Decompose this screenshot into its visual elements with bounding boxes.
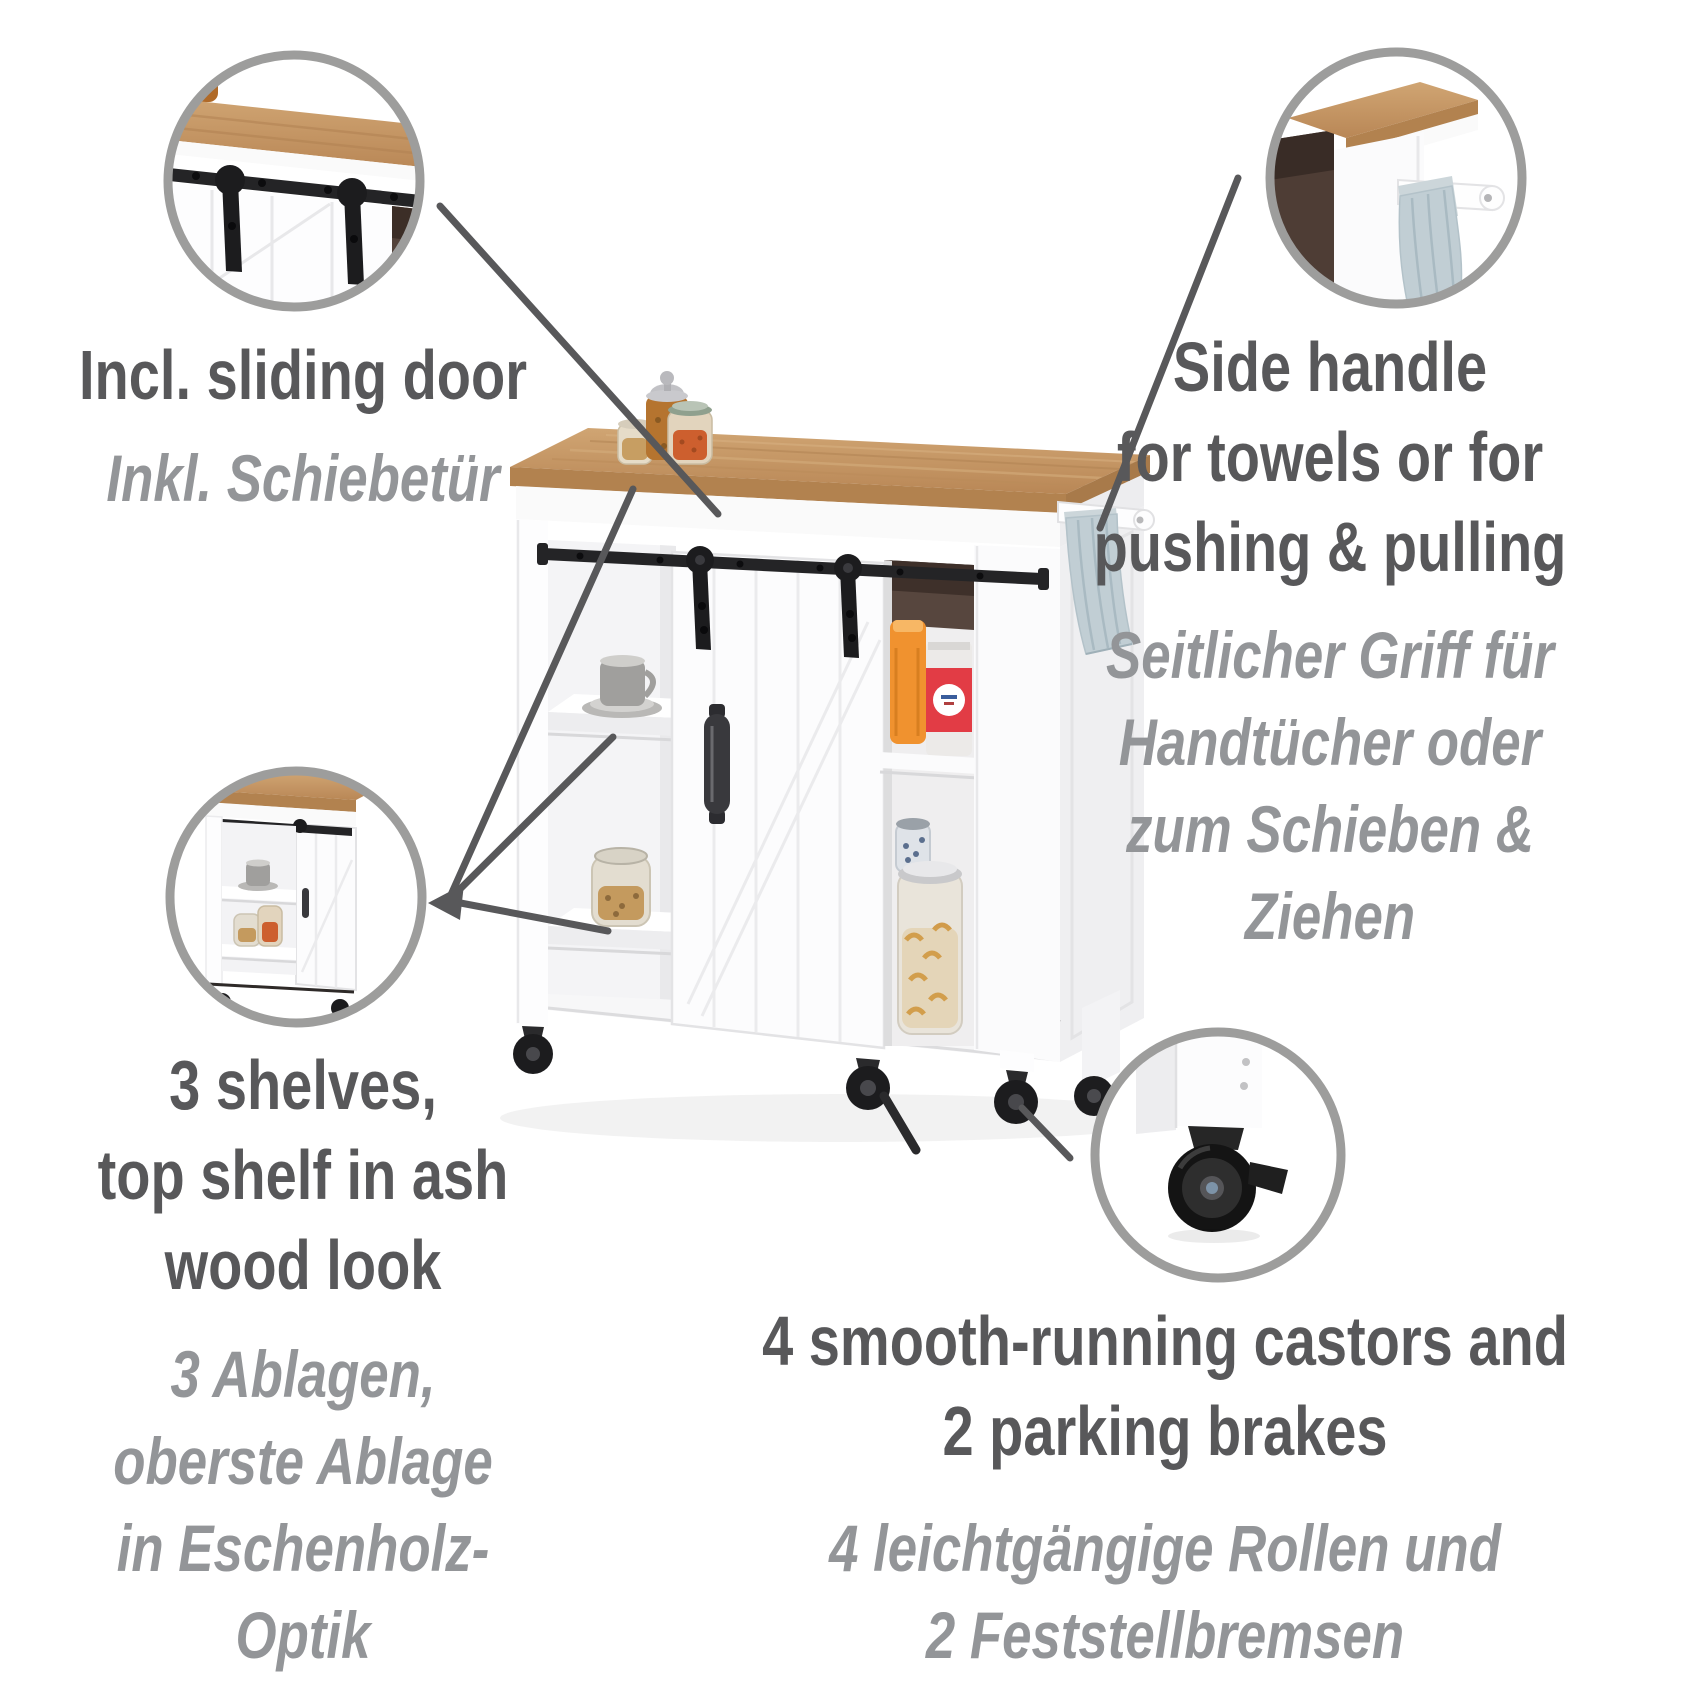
callout-text: 2 parking brakes bbox=[942, 1392, 1388, 1470]
open-compartment bbox=[879, 560, 979, 1046]
door-hanger bbox=[686, 546, 714, 650]
callout-text: Incl. sliding door bbox=[79, 336, 527, 414]
sliding-door bbox=[670, 550, 886, 1050]
inset-castor-closeup bbox=[1090, 1027, 1346, 1283]
storage-jar bbox=[591, 847, 651, 927]
barn-door-rail bbox=[537, 543, 1049, 590]
castor-left bbox=[513, 1026, 553, 1074]
callout-text: 4 smooth-running castors and bbox=[762, 1302, 1568, 1380]
callout-text: zum Schieben & bbox=[1126, 792, 1534, 866]
door-hanger bbox=[834, 554, 862, 658]
callout-text: in Eschenholz- bbox=[116, 1511, 490, 1585]
cart-front-stile bbox=[974, 545, 1060, 1062]
callout-side-handle-de: Seitlicher Griff für Handtücher oder zum… bbox=[1090, 612, 1570, 960]
towel bbox=[1064, 508, 1133, 655]
inset-shelves-closeup bbox=[165, 766, 427, 1028]
callout-shelves-en: 3 shelves, top shelf in ash wood look bbox=[71, 1040, 535, 1310]
leader-line-sliding-door bbox=[436, 202, 722, 518]
callout-text: 4 leichtgängige Rollen und bbox=[829, 1511, 1501, 1585]
inset-side-handle-closeup bbox=[1265, 47, 1527, 309]
top-frame-band bbox=[516, 486, 1060, 547]
castor-with-brake bbox=[846, 1058, 921, 1155]
callout-text: pushing & pulling bbox=[1093, 508, 1567, 586]
spice-jars bbox=[617, 371, 713, 465]
callout-text: 2 Feststellbremsen bbox=[925, 1598, 1405, 1672]
callout-text: Handtücher oder bbox=[1118, 705, 1542, 779]
callout-text: top shelf in ash bbox=[97, 1136, 509, 1214]
callout-castors-en: 4 smooth-running castors and 2 parking b… bbox=[745, 1296, 1585, 1476]
callout-text: Seitlicher Griff für bbox=[1106, 618, 1554, 692]
leader-line-top-shelf bbox=[446, 485, 637, 901]
leader-lines bbox=[436, 174, 1242, 1162]
callout-sliding-door-de: Inkl. Schiebetür bbox=[71, 435, 535, 522]
callout-text: Side handle bbox=[1172, 328, 1488, 406]
cart-leg bbox=[516, 519, 548, 1026]
callout-side-handle-en: Side handle for towels or for pushing & … bbox=[1090, 322, 1570, 592]
callout-sliding-door-en: Incl. sliding door bbox=[71, 330, 535, 420]
cup-and-saucer bbox=[582, 655, 662, 718]
callout-castors-de: 4 leichtgängige Rollen und 2 Feststellbr… bbox=[745, 1505, 1585, 1679]
callout-text: Optik bbox=[235, 1598, 371, 1672]
callout-text: Inkl. Schiebetür bbox=[106, 441, 500, 515]
callout-shelves-de: 3 Ablagen, oberste Ablage in Eschenholz-… bbox=[71, 1331, 535, 1679]
pasta-bag bbox=[890, 620, 926, 744]
leader-line-castor bbox=[1018, 1104, 1074, 1162]
leader-line-middle-shelf bbox=[446, 733, 617, 903]
inset-sliding-door-closeup bbox=[163, 50, 425, 312]
leader-line-side-handle bbox=[1096, 174, 1242, 532]
callout-text: Ziehen bbox=[1244, 879, 1416, 953]
callout-text: 3 Ablagen, bbox=[170, 1337, 436, 1411]
flour-bag bbox=[926, 642, 972, 756]
door-handle bbox=[704, 704, 730, 824]
arrowhead-shelves bbox=[428, 884, 464, 920]
callout-text: oberste Ablage bbox=[113, 1424, 493, 1498]
cart-leg bbox=[1082, 990, 1120, 1090]
leader-line-bottom-shelf bbox=[446, 897, 612, 935]
pantry-jars bbox=[895, 818, 963, 1035]
callout-text: for towels or for bbox=[1116, 418, 1544, 496]
callout-text: wood look bbox=[164, 1226, 442, 1304]
callout-text: 3 shelves, bbox=[169, 1046, 437, 1124]
kitchen-cart-illustration bbox=[500, 371, 1180, 1155]
